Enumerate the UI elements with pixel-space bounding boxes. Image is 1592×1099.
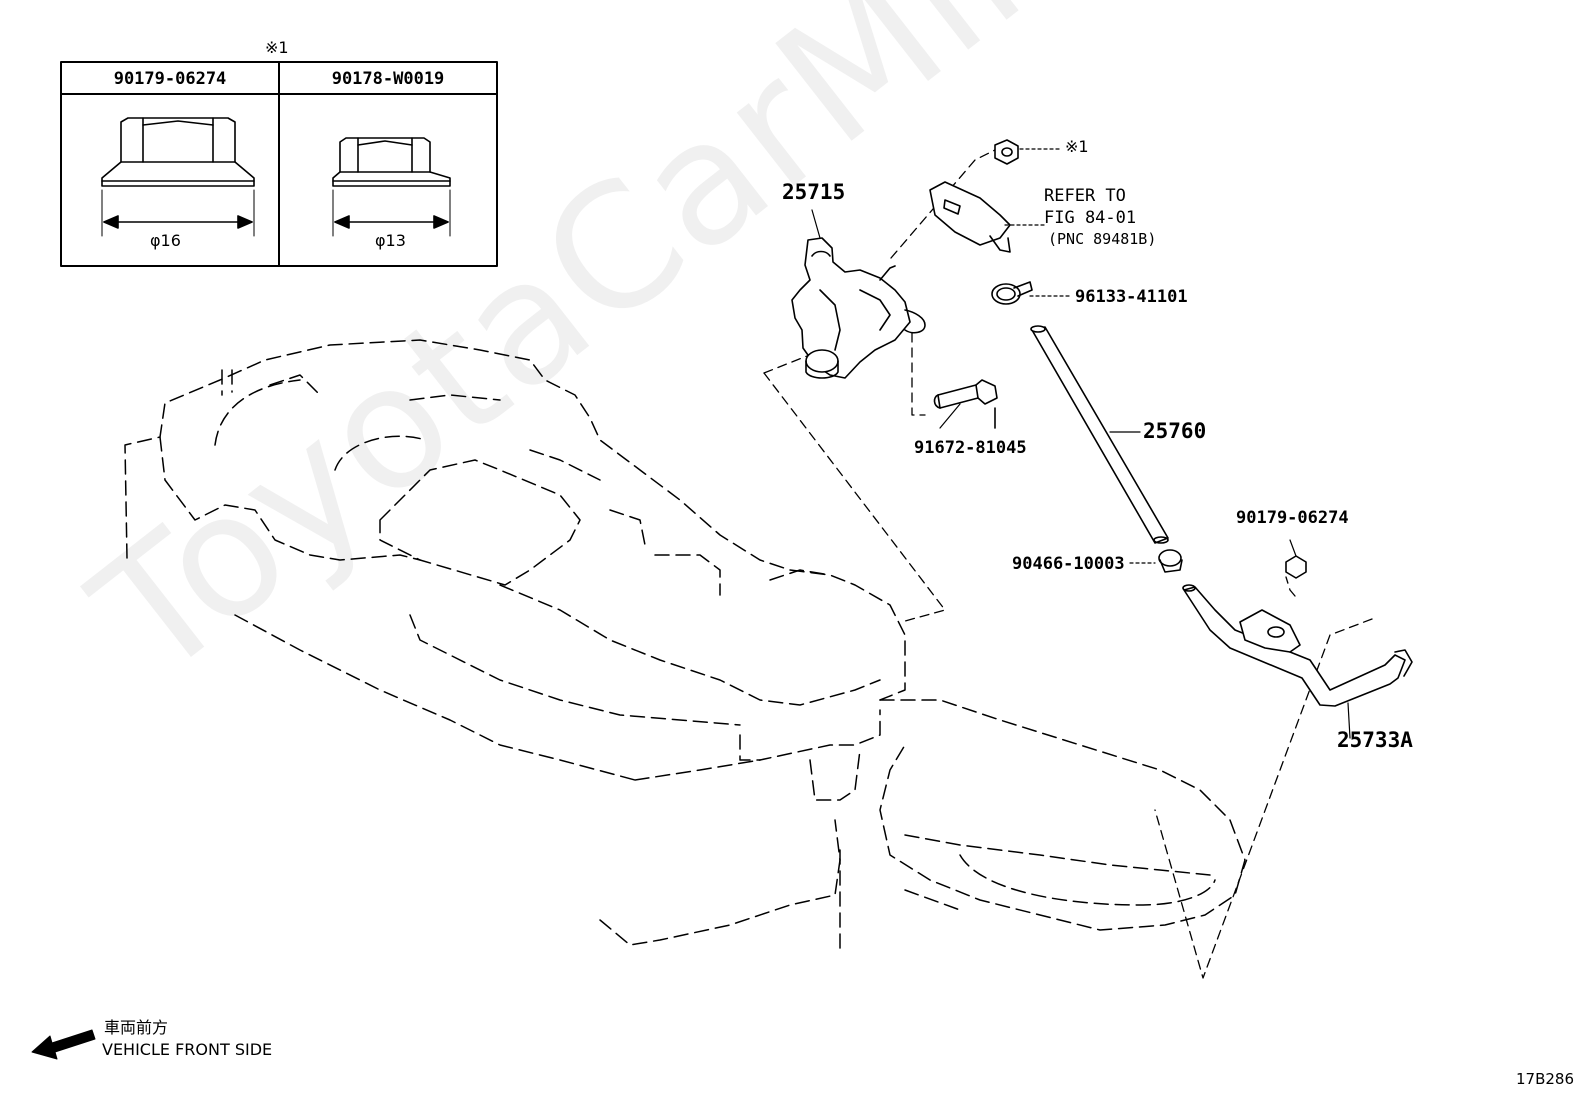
assembly-guide-lines	[763, 149, 1373, 979]
part-label-25715: 25715	[782, 180, 846, 204]
table-col2-part-number: 90178-W0019	[331, 69, 445, 89]
nut-spec-table	[60, 61, 498, 267]
bracket-25715-icon	[791, 237, 926, 379]
table-col2-diameter: φ13	[375, 231, 406, 250]
leader-lines	[811, 209, 961, 429]
pipe-nut-icon	[1285, 539, 1307, 579]
part-label-96133-41101: 96133-41101	[1075, 287, 1188, 307]
part-label-90179-06274: 90179-06274	[1236, 508, 1349, 528]
hose-25760-icon	[1030, 325, 1169, 544]
refer-pnc-label: (PNC 89481B)	[1048, 230, 1157, 248]
vehicle-front-label-en: VEHICLE FRONT SIDE	[102, 1040, 273, 1059]
part-label-25760: 25760	[1143, 419, 1207, 443]
fuel-tank-outline	[124, 339, 1246, 956]
flange-nut-icon	[994, 139, 1061, 165]
table-col1-diameter: φ16	[150, 231, 181, 250]
table-note-mark: ※1	[265, 38, 289, 57]
vapor-pressure-sensor-icon	[929, 181, 1046, 253]
refer-fig-label: FIG 84-01	[1044, 208, 1137, 228]
fuel-pipe-25733a-icon	[1182, 584, 1413, 739]
part-label-91672-81045: 91672-81045	[914, 438, 1027, 458]
part-label-25733a: 25733A	[1337, 728, 1413, 752]
nut-note-mark: ※1	[1065, 137, 1089, 156]
vehicle-front-label-jp: 車両前方	[104, 1018, 169, 1037]
table-col1-part-number: 90179-06274	[113, 69, 227, 89]
hose-clamp-icon	[991, 281, 1071, 305]
front-direction-arrow-icon	[31, 1029, 96, 1060]
hose-clip-icon	[1129, 549, 1183, 573]
figure-code: 17B286	[1516, 1070, 1575, 1088]
flange-nut-16-icon	[101, 117, 255, 237]
part-label-90466-10003: 90466-10003	[1012, 554, 1125, 574]
bolt-icon	[933, 379, 998, 429]
refer-to-label: REFER TO	[1044, 186, 1126, 206]
flange-nut-13-icon	[332, 137, 451, 237]
